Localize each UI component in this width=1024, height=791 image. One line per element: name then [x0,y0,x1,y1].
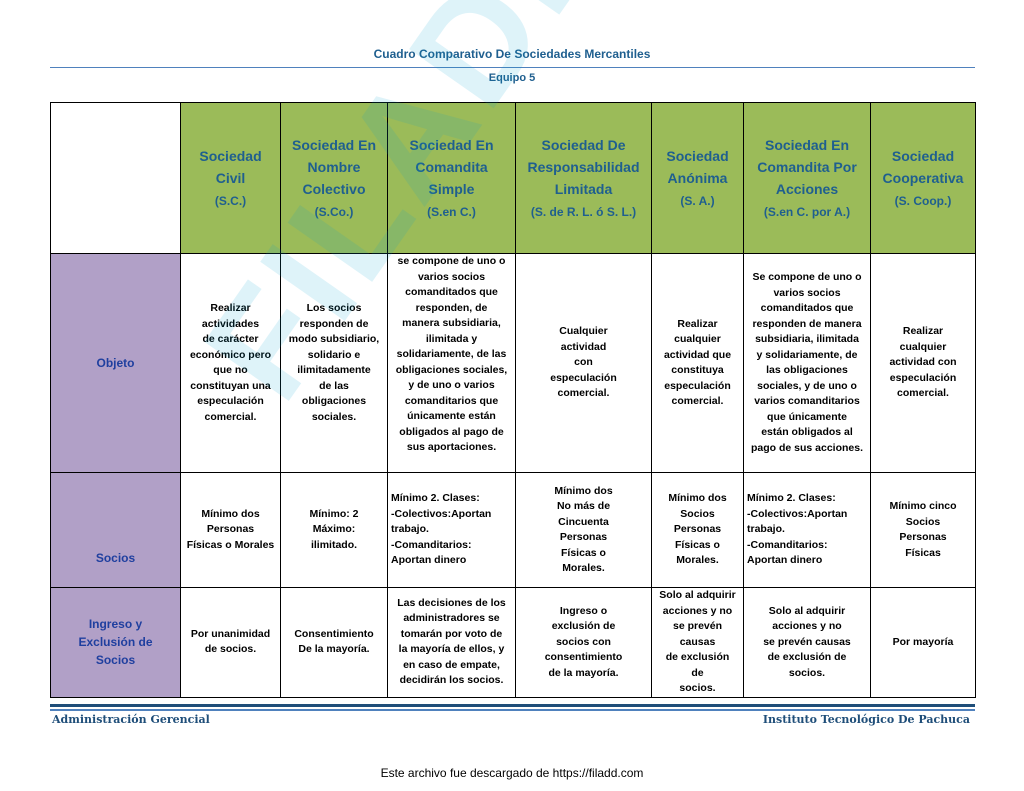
table-cell: Mínimo 2. Clases: -Colectivos:Aportan tr… [743,472,871,588]
header-comandita-acciones: Sociedad En Comandita Por Acciones(S.en … [743,102,871,254]
table-cell: Solo al adquirir acciones y no se prevén… [743,587,871,698]
table-cell: Las decisiones de los administradores se… [387,587,516,698]
table-cell: se compone de uno o varios socios comand… [387,253,516,473]
table-row-ingreso-exclusion: Ingreso y Exclusión de Socios Por unanim… [50,587,976,698]
footer-left: Administración Gerencial [52,713,210,726]
row-label: Ingreso y Exclusión de Socios [50,587,181,698]
table-cell: Se compone de uno o varios socios comand… [743,253,871,473]
table-cell: Mínimo cinco Socios Personas Físicas [870,472,976,588]
title-divider [50,67,975,68]
header-row: Sociedad Civil(S.C.) Sociedad En Nombre … [50,102,976,254]
header-anonima: Sociedad Anónima(S. A.) [651,102,744,254]
footer-right: Instituto Tecnológico De Pachuca [762,713,970,726]
table-cell: Mínimo dos Socios Personas Físicas o Mor… [651,472,744,588]
team-label: Equipo 5 [488,72,536,84]
table-cell: Ingreso o exclusión de socios con consen… [515,587,652,698]
header-nombre-colectivo: Sociedad En Nombre Colectivo(S.Co.) [280,102,388,254]
table-cell: Por unanimidad de socios. [180,587,281,698]
table-row-objeto: Objeto Realizar actividades de carácter … [50,253,976,473]
header-comandita-simple: Sociedad En Comandita Simple(S.en C.) [387,102,516,254]
corner-cell [50,102,181,254]
table-cell: Solo al adquirir acciones y no se prevén… [651,587,744,698]
table-cell: Mínimo dos Personas Físicas o Morales [180,472,281,588]
footer-divider [50,704,975,711]
table-row-socios: Socios Mínimo dos Personas Físicas o Mor… [50,472,976,588]
document-title: Cuadro Comparativo De Sociedades Mercant… [373,47,651,61]
table-cell: Mínimo 2. Clases: -Colectivos:Aportan tr… [387,472,516,588]
table-cell: Mínimo: 2 Máximo: ilimitado. [280,472,388,588]
table-cell: Mínimo dos No más de Cincuenta Personas … [515,472,652,588]
table-cell: Consentimiento De la mayoría. [280,587,388,698]
table-cell: Realizar actividades de carácter económi… [180,253,281,473]
row-label: Socios [50,472,181,588]
table-cell: Realizar cualquier actividad con especul… [870,253,976,473]
table-cell: Cualquier actividad con especulación com… [515,253,652,473]
header-cooperativa: Sociedad Cooperativa(S. Coop.) [870,102,976,254]
comparison-table: Sociedad Civil(S.C.) Sociedad En Nombre … [50,102,976,698]
header-sociedad-civil: Sociedad Civil(S.C.) [180,102,281,254]
header-responsabilidad-limitada: Sociedad De Responsabilidad Limitada(S. … [515,102,652,254]
table-cell: Los socios responden de modo subsidiario… [280,253,388,473]
download-note: Este archivo fue descargado de https://f… [380,766,644,780]
table-cell: Por mayoría [870,587,976,698]
table-cell: Realizar cualquier actividad que constit… [651,253,744,473]
row-label: Objeto [50,253,181,473]
